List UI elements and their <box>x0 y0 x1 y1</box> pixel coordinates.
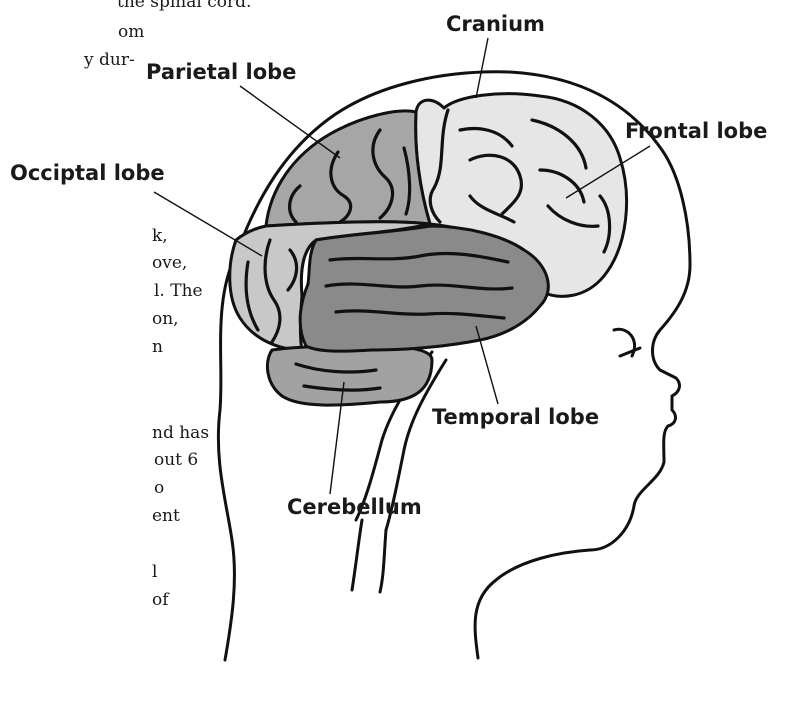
frontal-lobe-label: Frontal lobe <box>625 119 767 143</box>
occipital-leader <box>154 192 262 256</box>
cranium-label: Cranium <box>446 12 545 36</box>
spinal-cord <box>380 530 386 592</box>
occipital-lobe-label: Occiptal lobe <box>10 161 165 185</box>
eye-detail <box>620 348 640 356</box>
cranium-leader <box>476 38 488 98</box>
cerebellum-label: Cerebellum <box>287 495 422 519</box>
parietal-lobe-label: Parietal lobe <box>146 60 296 84</box>
cerebellum <box>267 346 432 405</box>
temporal-lobe-label: Temporal lobe <box>432 405 599 429</box>
spinal-cord <box>352 520 362 590</box>
